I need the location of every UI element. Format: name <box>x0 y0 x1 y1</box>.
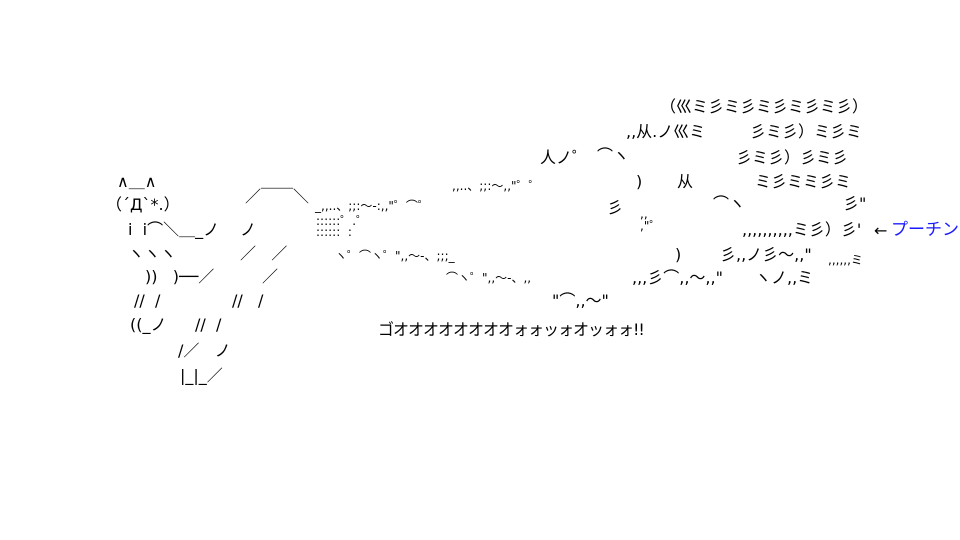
cat-face: （´Д`*.） <box>106 195 180 214</box>
bazooka-base: |_|_／ <box>180 366 223 385</box>
cat-ears: ∧＿∧ <box>117 172 157 191</box>
flame-line: ,,,彡⌒,,～,," <box>632 268 723 287</box>
flame-line: 彡 <box>607 198 624 217</box>
flame-line: ,, ,"゜ <box>640 207 662 233</box>
cat-arms: i i⌒＼＿_ノ <box>128 220 220 239</box>
target-label: プーチン <box>891 220 959 240</box>
flame-line: ,,,,,,,,,,ミ彡）彡' <box>742 220 862 239</box>
flame-line: ,,,,,,ミ <box>828 253 863 267</box>
flame-line: "⌒,,～" <box>552 291 609 310</box>
bazooka-side: ／ ／ <box>240 244 288 263</box>
bazooka-curve: ノ <box>240 220 257 239</box>
flame-line: （巛ミ彡ミ彡ミ彡ミ彡ミ彡） <box>660 97 869 116</box>
flame-line: ,,从.ノ巛ミ <box>626 122 706 141</box>
bazooka-base: /／ ノ <box>178 341 231 360</box>
flame-line: ヽ゜⌒ヽ゜",,～-、;;;_ <box>335 249 455 263</box>
cat-foot: ((_ノ <box>130 315 167 334</box>
roar-text: ゴオオオオオオオオォォッォオッォォ!! <box>378 320 645 339</box>
cat-body: ヽヽヽ <box>128 244 177 263</box>
flame-line: ⌒ヽ <box>713 194 746 213</box>
bazooka-leg: // / <box>195 315 222 334</box>
cat-body: )) )──／ <box>145 267 215 286</box>
flame-line: 彡,,ノ彡～,," <box>720 245 812 264</box>
bazooka-top: ／￣￣＼ <box>245 187 310 206</box>
flame-line: ヽノ,,ミ <box>755 268 814 287</box>
flame-line: 彡" <box>843 194 867 213</box>
bazooka-side: ／ <box>262 267 279 286</box>
flame-line: 人ノ゜ <box>540 148 589 167</box>
flame-line: _,,..、;;:～-:,,"゜⌒゜ <box>315 199 430 213</box>
flame-line: 彡ミ彡）彡ミ彡 <box>736 148 849 167</box>
bazooka-leg: // / <box>232 291 264 310</box>
flame-line: ⌒ヽ <box>597 146 630 165</box>
flame-line: ::::::゜.゜ :::::: : <box>316 214 369 239</box>
flame-line: 从 <box>677 172 694 191</box>
flame-line: ⌒ヽ゜",,～-、,, <box>446 271 532 285</box>
flame-line: ,,..、;;:～,,"゜゜ <box>452 179 541 193</box>
arrow-icon: ← <box>874 221 888 240</box>
cat-leg: // / <box>134 291 161 310</box>
flame-line: ) <box>675 245 682 264</box>
flame-line: 彡ミ彡）ミ彡ミ <box>750 122 863 141</box>
flame-line: ミ彡ミミ彡ミ <box>755 172 852 191</box>
flame-line: ) <box>636 172 643 191</box>
